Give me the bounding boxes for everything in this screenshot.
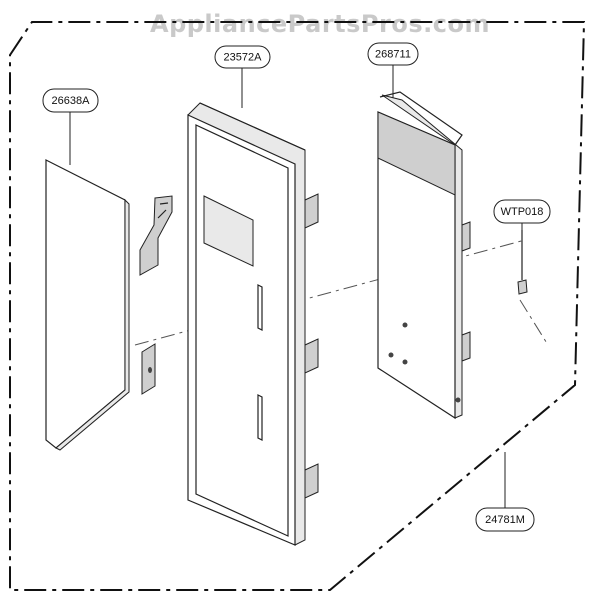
label-text: WTP018 (501, 206, 544, 218)
label-text: 26638A (52, 95, 91, 107)
control-panel-frame-part (187, 102, 319, 546)
pcb-mount-hole (388, 352, 394, 358)
part-label-26638A: 26638A (42, 88, 99, 113)
pcb-mount-hole (402, 322, 408, 328)
part-label-268711: 268711 (367, 42, 419, 66)
assembly-boundary (9, 21, 586, 591)
pcb-mount-hole (455, 397, 461, 403)
pcb-assembly-part (377, 91, 471, 420)
part-label-WTP018: WTP018 (493, 199, 551, 224)
label-text: 268711 (375, 48, 411, 60)
membrane-keypad-part (45, 159, 173, 451)
part-label-23572A: 23572A (214, 45, 271, 69)
keypad-tab-hole (148, 367, 152, 373)
watermark: AppliancePartsPros.com (150, 10, 490, 38)
label-text: 24781M (485, 514, 525, 526)
label-text: 23572A (224, 51, 263, 63)
display-module (377, 111, 456, 196)
part-label-24781M: 24781M (475, 507, 535, 532)
display-window (203, 195, 254, 267)
pcb-mount-hole (402, 359, 408, 365)
screw-part (517, 230, 528, 295)
